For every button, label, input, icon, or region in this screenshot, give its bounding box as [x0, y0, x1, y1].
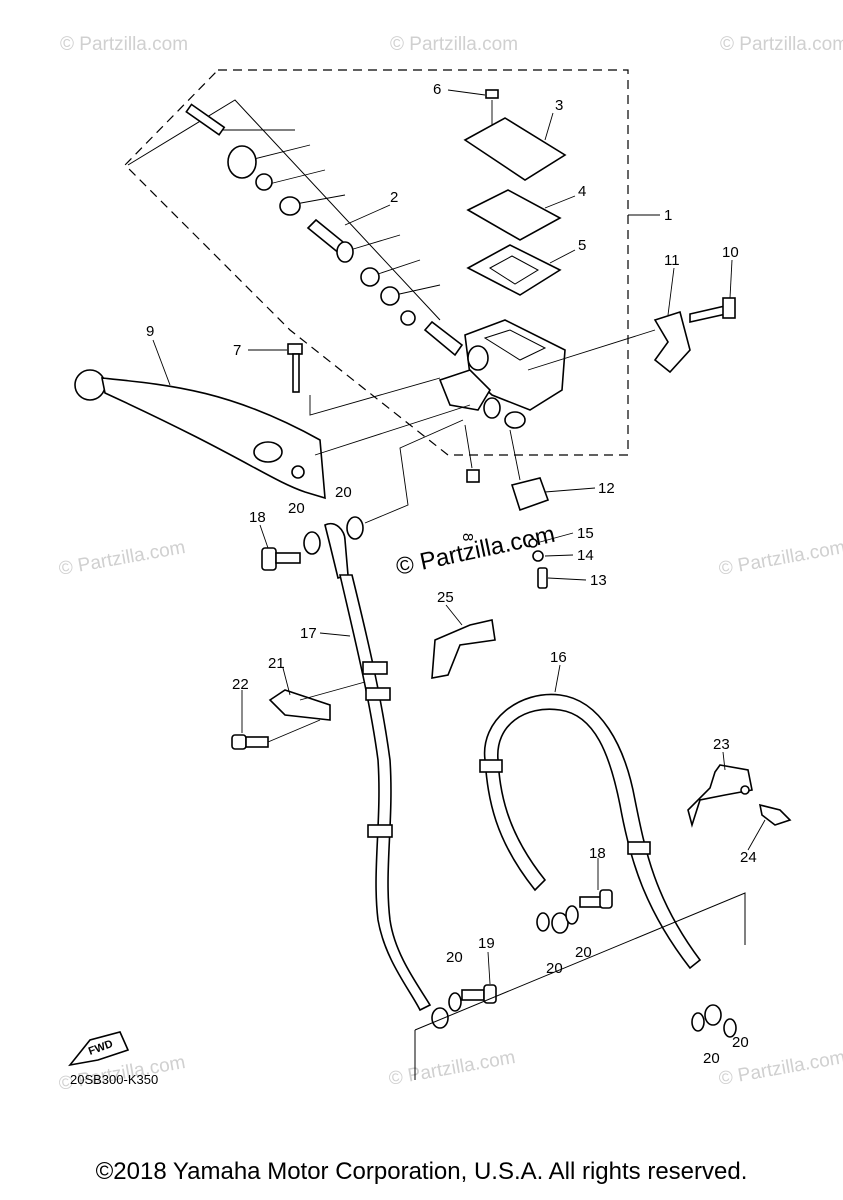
callout-labels: 1 2 3 4 5 6 7 8 9 10 11 12 13 14 15 16 1…: [146, 81, 757, 1067]
screw-head: [485, 89, 499, 99]
clamp-assembly: [527, 297, 736, 374]
callout-6: 6: [433, 81, 441, 98]
callout-23: 23: [713, 736, 730, 753]
callout-3: 3: [555, 97, 563, 114]
watermark-text: © Partzilla.com: [390, 34, 518, 55]
callout-18-lower: 18: [589, 845, 606, 862]
callout-24: 24: [740, 849, 757, 866]
callout-15: 15: [577, 525, 594, 542]
watermarks: © Partzilla.com © Partzilla.com © Partzi…: [57, 34, 843, 1095]
callout-5: 5: [578, 237, 586, 254]
callout-2: 2: [390, 189, 398, 206]
watermark-text: © Partzilla.com: [57, 537, 187, 580]
diagram-code: 20SB300-K350: [70, 1072, 159, 1087]
screw-13: [537, 567, 548, 589]
callout-8: 8: [459, 533, 476, 541]
callout-20: 20: [703, 1050, 720, 1067]
callout-16: 16: [550, 649, 567, 666]
watermark-text: © Partzilla.com: [720, 34, 843, 55]
diaphragm-plate: [466, 189, 562, 241]
seal-ring: [380, 286, 400, 306]
bracket-23: [687, 764, 792, 828]
brake-hose-17: [338, 574, 449, 1029]
brake-switch: [509, 429, 550, 589]
push-rod: [185, 103, 226, 136]
callout-9: 9: [146, 323, 154, 340]
fwd-arrow: FWD: [68, 1031, 130, 1067]
piston-cup: [336, 241, 354, 263]
master-cylinder-body: [438, 319, 566, 429]
clip: [400, 310, 416, 326]
callout-4: 4: [578, 183, 586, 200]
callout-leaders: [152, 89, 766, 985]
lower-unions: [448, 889, 737, 1038]
kit-bracket-rays: [215, 129, 441, 296]
upper-union: [261, 419, 464, 580]
callout-17: 17: [300, 625, 317, 642]
callout-20: 20: [575, 944, 592, 961]
callout-7: 7: [233, 342, 241, 359]
holder: [653, 310, 691, 374]
callout-21: 21: [268, 655, 285, 672]
callout-14: 14: [577, 547, 594, 564]
hose-guide-21: [231, 681, 366, 750]
watermark-text: © Partzilla.com: [60, 34, 188, 55]
callout-20: 20: [732, 1034, 749, 1051]
callout-20: 20: [288, 500, 305, 517]
callout-22: 22: [232, 676, 249, 693]
bolt-head: [722, 297, 736, 319]
washer: [279, 196, 301, 216]
dust-boot: [227, 145, 257, 179]
brake-hose-16: [479, 693, 722, 1026]
callout-19: 19: [478, 935, 495, 952]
cap: [463, 117, 567, 181]
clip-24: [758, 803, 792, 826]
copyright-notice: ©2018 Yamaha Motor Corporation, U.S.A. A…: [95, 1158, 748, 1185]
spring: [423, 320, 464, 357]
lever-pivot-bolt: [287, 343, 441, 416]
callout-13: 13: [590, 572, 607, 589]
callout-11: 11: [664, 252, 680, 269]
washer-14: [532, 550, 544, 562]
callout-1: 1: [664, 207, 672, 224]
washer-15: [528, 538, 538, 548]
nut-8: [466, 469, 480, 483]
bolt: [689, 305, 727, 323]
piston-kit: [185, 103, 464, 357]
callout-20: 20: [446, 949, 463, 966]
callout-12: 12: [598, 480, 615, 497]
bracket-25: [431, 619, 496, 679]
lower-kit-bracket: [414, 892, 746, 1080]
brake-lever: [74, 369, 471, 500]
watermark-text: © Partzilla.com: [717, 1047, 843, 1090]
seal-ring: [360, 267, 380, 287]
callout-18-upper: 18: [249, 509, 266, 526]
callout-20: 20: [546, 960, 563, 977]
kit-bracket-2: [127, 99, 441, 321]
watermark-center: © Partzilla.com: [394, 521, 558, 581]
callout-10: 10: [722, 244, 739, 261]
watermark-text: © Partzilla.com: [387, 1047, 517, 1090]
callout-20: 20: [335, 484, 352, 501]
assembly-outline-1: [124, 69, 629, 456]
lever-mount: [438, 369, 492, 411]
callout-25: 25: [437, 589, 454, 606]
diaphragm: [466, 244, 562, 296]
watermark-text: © Partzilla.com: [717, 537, 843, 580]
reservoir-cover-stack: [463, 89, 567, 296]
circlip: [255, 173, 273, 191]
